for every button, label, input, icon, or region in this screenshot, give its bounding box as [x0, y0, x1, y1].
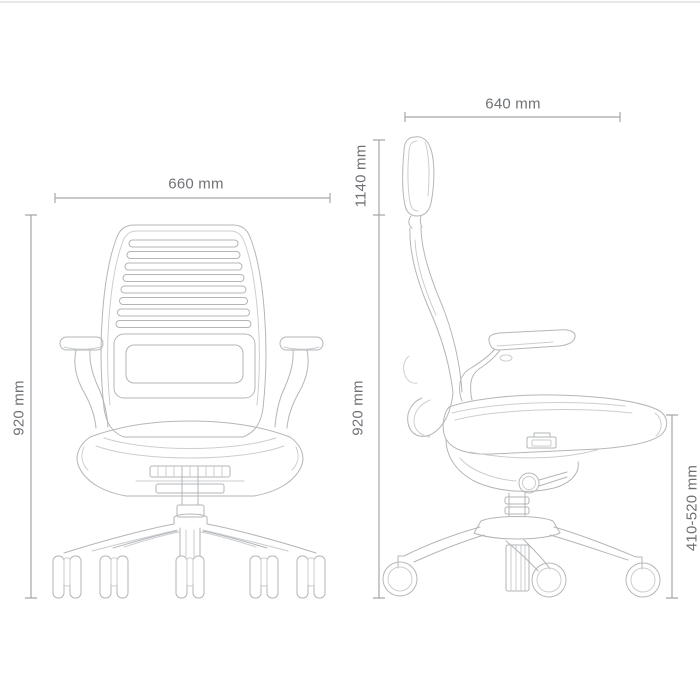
side-depth-dimension-line	[404, 112, 621, 122]
front-height-label: 920 mm	[10, 380, 28, 436]
front-width-dimension-line	[54, 193, 331, 203]
chair-side-view-drawing	[382, 136, 668, 598]
seat-height-dimension-line	[666, 414, 678, 599]
front-width-label: 660 mm	[168, 175, 224, 193]
side-height-dimension-line	[373, 139, 385, 599]
side-depth-label: 640 mm	[485, 95, 541, 113]
seat-height-range-label: 410-520 mm	[683, 464, 700, 552]
side-back-height-label: 920 mm	[349, 380, 367, 436]
chair-front-view-drawing	[52, 224, 326, 599]
dimension-lines	[25, 112, 678, 599]
side-overall-height-label: 1140 mm	[352, 144, 370, 208]
front-height-dimension-line	[25, 214, 37, 599]
